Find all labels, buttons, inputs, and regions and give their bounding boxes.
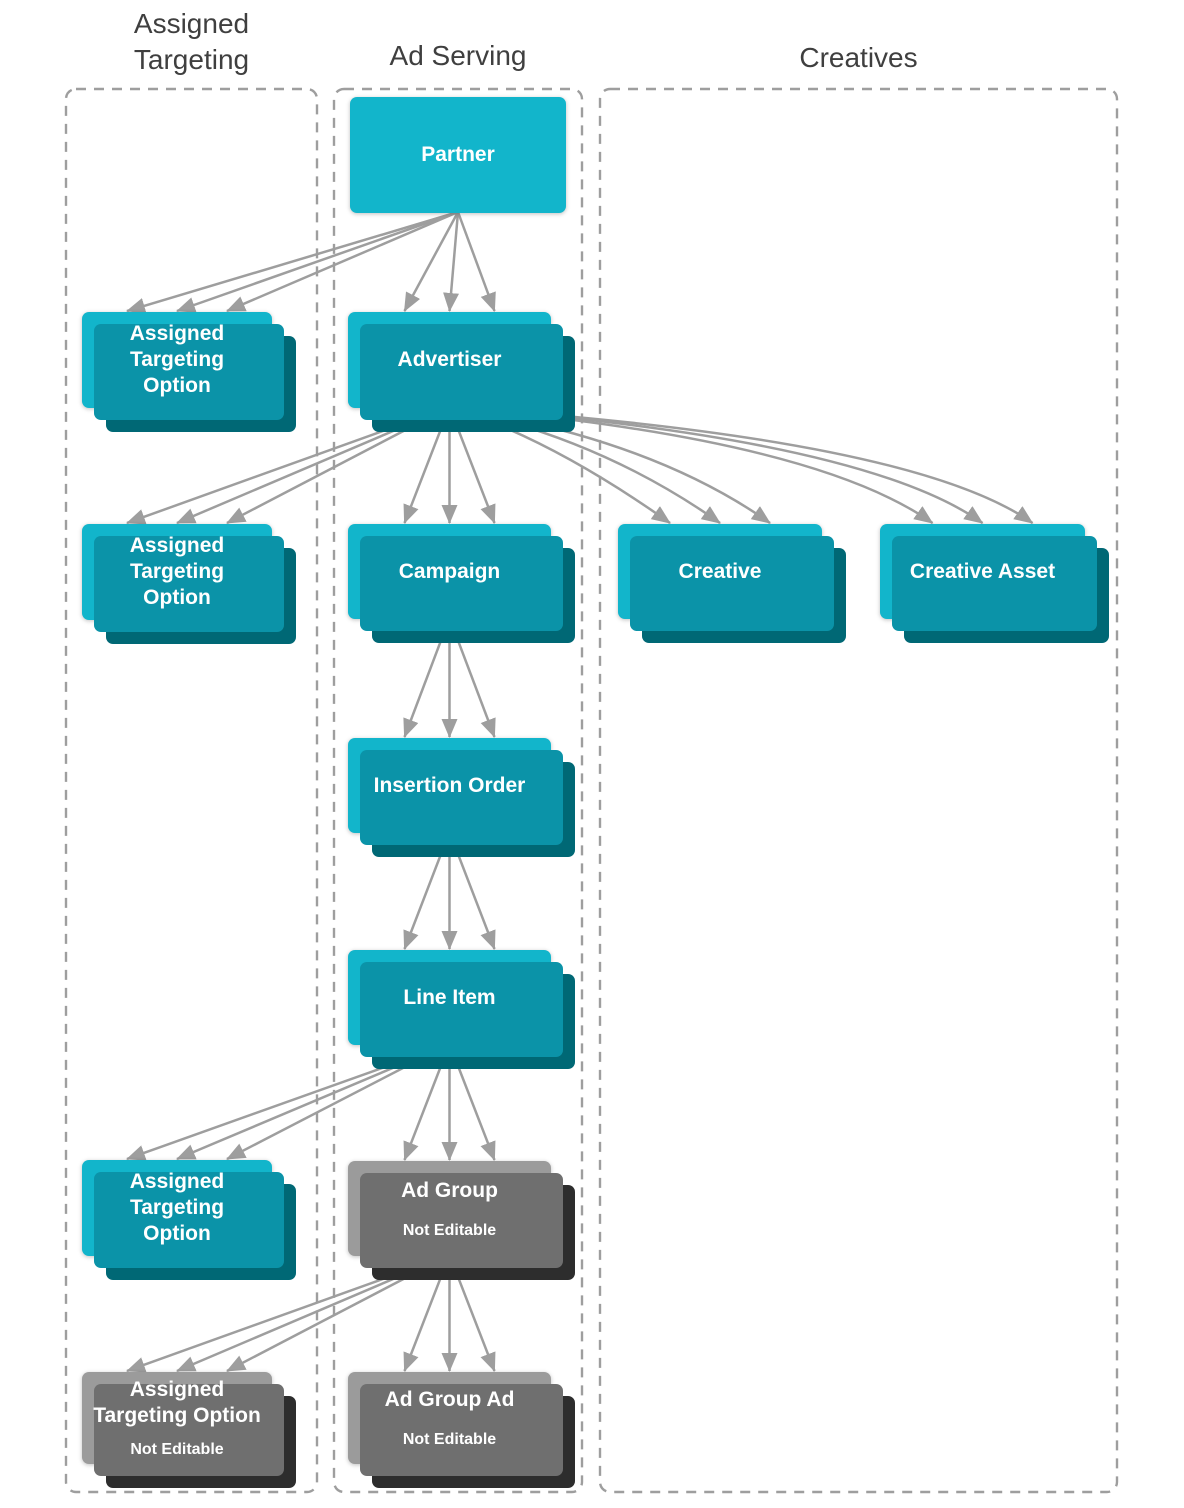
arrow-partner-to-advertiser	[403, 211, 460, 312]
node-campaign: Campaign	[348, 524, 551, 619]
column-header-creatives: Creatives	[799, 42, 918, 73]
node-label: Creative	[678, 559, 762, 583]
arrow-partner-to-ato-partner	[126, 210, 459, 314]
node-ad-group-ad: Ad Group Ad Not Editable	[348, 1372, 551, 1464]
node-creative-asset: Creative Asset	[880, 524, 1085, 619]
node-assigned-targeting-option-partner: Assigned Targeting Option	[82, 312, 272, 408]
arrow-partner-to-ato-partner	[176, 210, 459, 313]
node-label: Assigned Targeting Option	[129, 1170, 225, 1245]
node-label: Assigned Targeting Option	[129, 322, 225, 397]
node-label: Ad Group	[401, 1178, 498, 1202]
node-label: Insertion Order	[373, 773, 526, 797]
node-sublabel-not-editable: Not Editable	[402, 1431, 497, 1448]
node-line-item: Line Item	[348, 950, 551, 1045]
node-label: Ad Group Ad	[384, 1388, 515, 1411]
node-ad-group: Ad Group Not Editable	[348, 1161, 551, 1256]
arrow-partner-to-advertiser	[443, 211, 460, 312]
node-label: Campaign	[398, 559, 501, 583]
node-label: Creative Asset	[909, 559, 1056, 583]
column-header-assigned-targeting: Assigned Targeting	[133, 8, 250, 75]
node-label: Partner	[421, 143, 495, 166]
column-header-ad-serving: Ad Serving	[389, 40, 527, 71]
node-insertion-order: Insertion Order	[348, 738, 551, 833]
node-label: Advertiser	[397, 348, 502, 371]
node-label: Line Item	[403, 985, 496, 1009]
node-sublabel-not-editable: Not Editable	[130, 1441, 224, 1458]
node-advertiser: Advertiser	[348, 312, 551, 408]
node-partner: Partner	[350, 97, 566, 213]
node-label: Assigned Targeting Option	[129, 534, 225, 609]
node-creative: Creative	[618, 524, 822, 619]
node-assigned-targeting-option-ad-group: Assigned Targeting Option Not Editable	[82, 1372, 272, 1464]
node-label: Assigned Targeting Option	[93, 1378, 261, 1427]
node-assigned-targeting-option-line-item: Assigned Targeting Option	[82, 1160, 272, 1256]
arrow-partner-to-ato-partner	[226, 210, 459, 313]
arrow-partner-to-advertiser	[456, 211, 496, 312]
node-assigned-targeting-option-advertiser: Assigned Targeting Option	[82, 524, 272, 620]
node-sublabel-not-editable: Not Editable	[402, 1221, 497, 1239]
